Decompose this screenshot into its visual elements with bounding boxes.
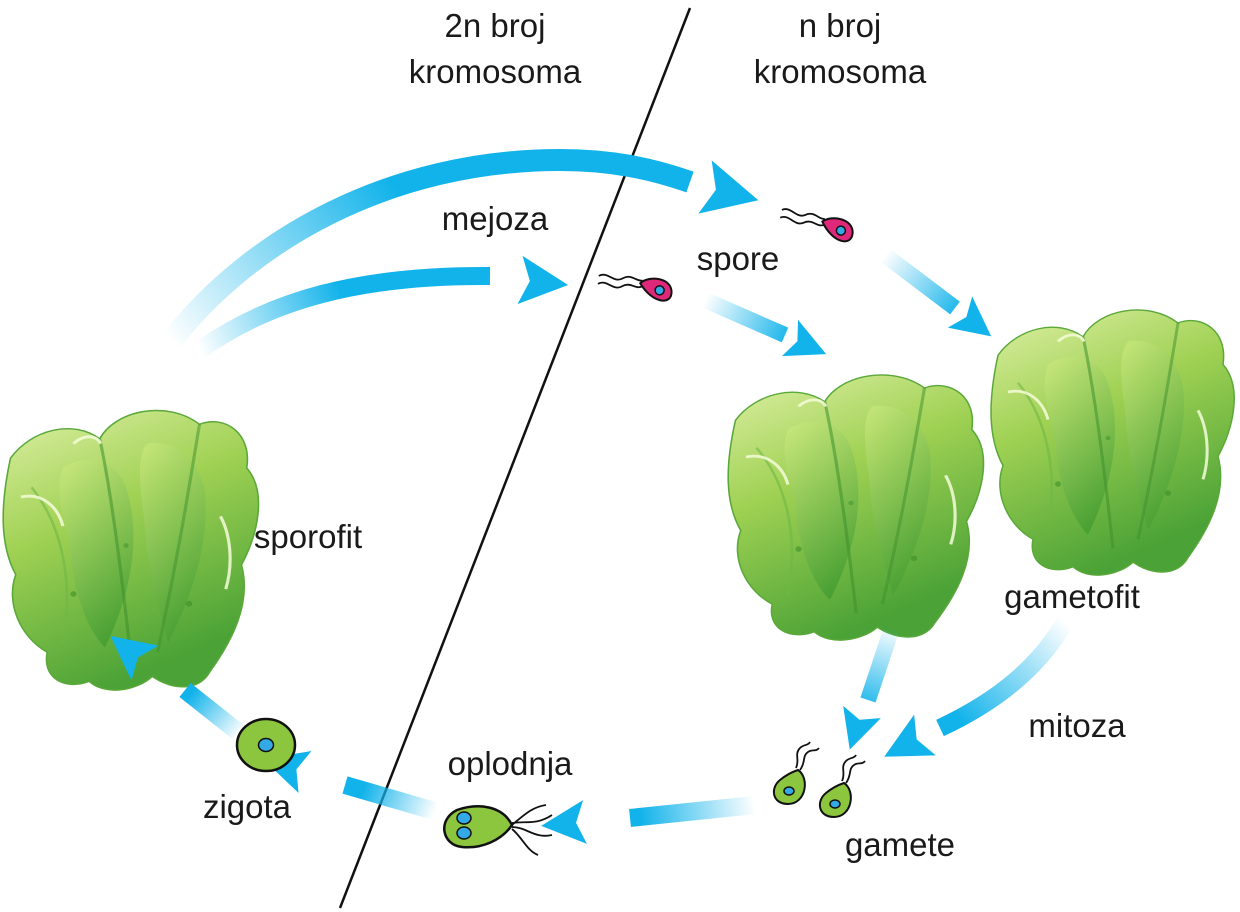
arrow-icon bbox=[830, 705, 881, 756]
spore-cell-icon bbox=[595, 271, 674, 303]
gametophyte-to-gamete-arrow-1 bbox=[830, 625, 900, 756]
arrow-icon bbox=[873, 714, 936, 778]
gametophyte-plant-icon bbox=[989, 308, 1236, 577]
gametes-to-fertilization-arrow bbox=[539, 796, 756, 848]
spore-cell-icon bbox=[777, 205, 857, 244]
spore-to-gametophyte-arrow-2 bbox=[880, 248, 1004, 352]
mitosis-label: mitoza bbox=[1028, 707, 1126, 744]
gamete-cell-icon bbox=[818, 754, 866, 818]
sporophyte-label: sporofit bbox=[254, 518, 362, 555]
zygote-to-sporophyte-arrow bbox=[96, 618, 244, 740]
fertilization-to-zygote-arrow bbox=[256, 738, 441, 821]
meiosis-arrow-lower bbox=[194, 255, 571, 358]
meiosis-arrow-upper bbox=[163, 148, 766, 347]
zygote-cell-icon bbox=[235, 717, 297, 773]
haploid-header-line1: n broj bbox=[799, 7, 882, 44]
zygote-label: zigota bbox=[203, 788, 292, 825]
haploid-header-line2: kromosoma bbox=[754, 53, 927, 90]
gametes-label: gamete bbox=[845, 826, 955, 863]
gametophyte-to-gamete-arrow-2 bbox=[873, 617, 1073, 778]
fertilization-cell-icon bbox=[443, 804, 553, 856]
gametophyte-label: gametofit bbox=[1004, 578, 1140, 615]
gamete-cell-icon bbox=[772, 741, 820, 805]
diploid-header-line1: 2n broj bbox=[445, 7, 546, 44]
diploid-header-line2: kromosoma bbox=[409, 53, 582, 90]
arrow-icon bbox=[539, 800, 587, 848]
spores-label: spore bbox=[697, 240, 780, 277]
meiosis-label: mejoza bbox=[442, 200, 549, 237]
fertilization-label: oplodnja bbox=[448, 745, 573, 782]
arrow-icon bbox=[517, 255, 571, 310]
arrow-icon bbox=[698, 160, 766, 227]
gametophyte-plant-icon bbox=[726, 373, 986, 642]
spore-to-gametophyte-arrow-1 bbox=[701, 292, 835, 373]
arrow-icon bbox=[781, 319, 835, 373]
